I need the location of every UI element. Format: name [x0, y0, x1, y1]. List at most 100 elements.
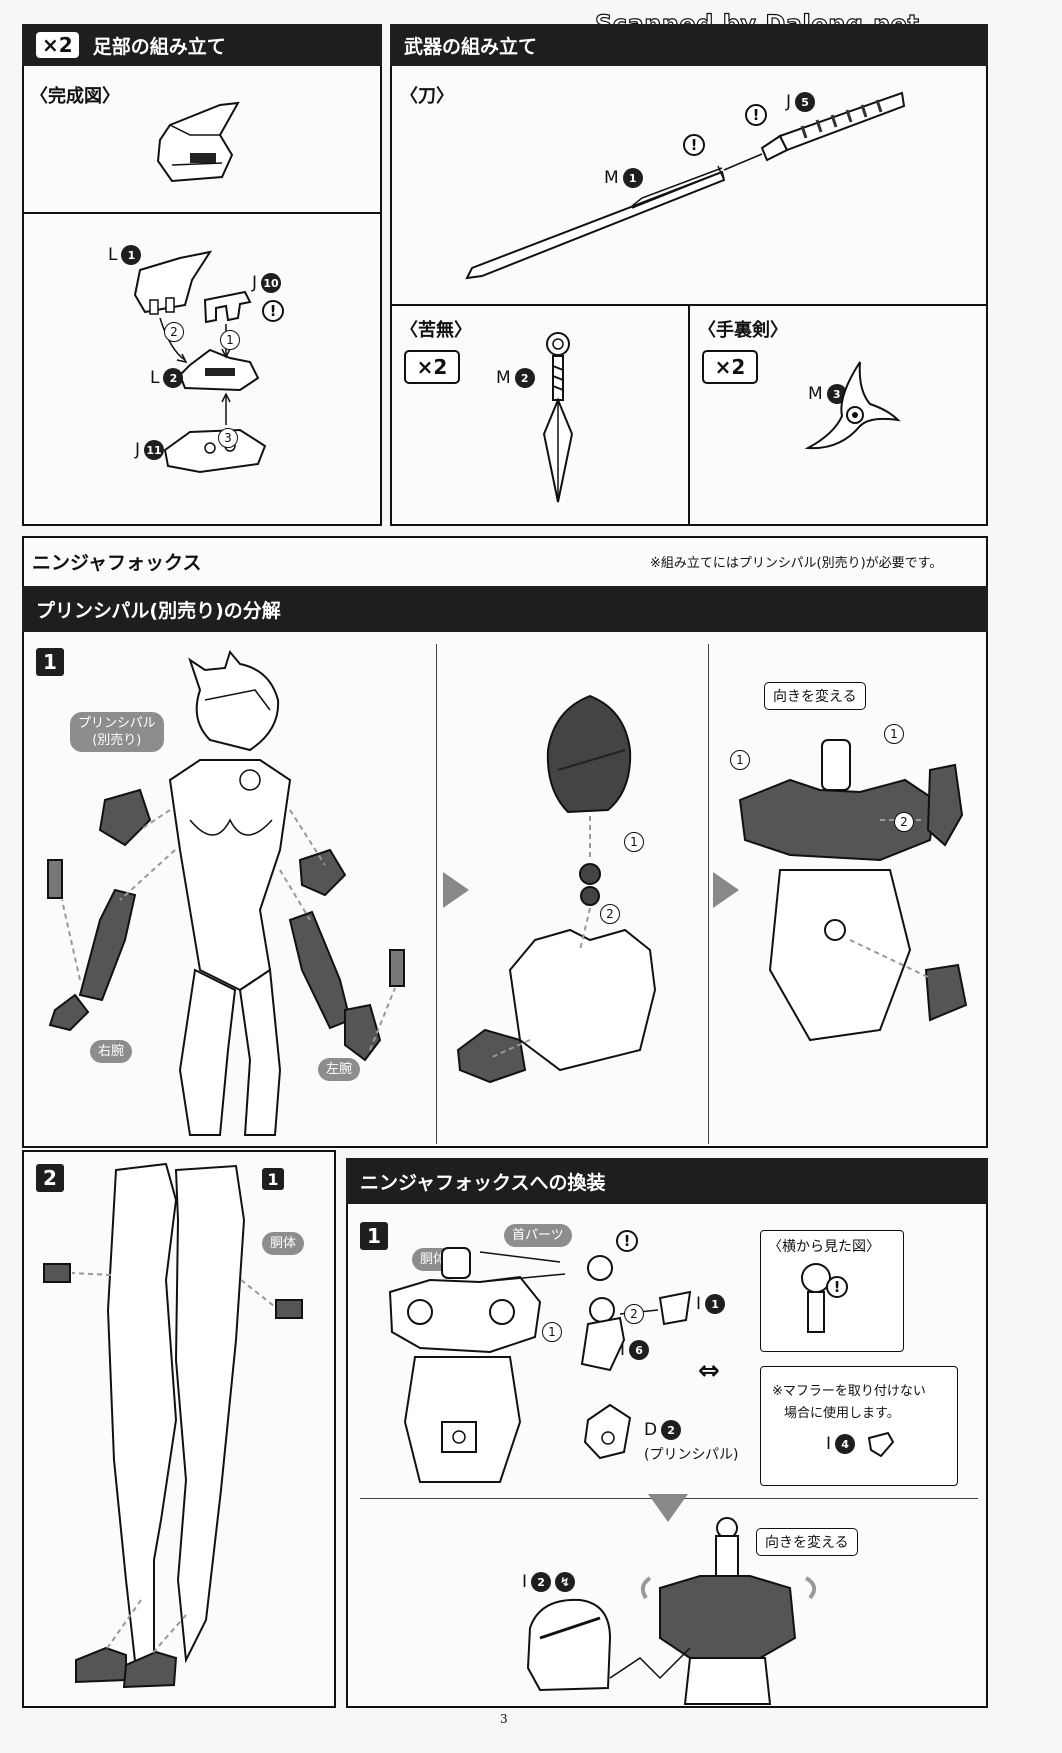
part-J10-number: 10	[261, 273, 282, 293]
disassembly-step2-badge: 1	[262, 1168, 284, 1190]
part-I2-letter: I	[522, 1572, 528, 1592]
warning-icon-side: !	[826, 1276, 848, 1298]
legs-header: ×2 足部の組み立て	[22, 24, 382, 66]
part-D2-letter: D	[644, 1420, 658, 1440]
disassembly-circle-2a: 2	[600, 904, 620, 924]
kunai-label: 〈苦無〉	[400, 320, 472, 341]
part-J11: J 11	[135, 440, 165, 460]
conversion-circle-1: 1	[542, 1322, 562, 1342]
part-I1: I 1	[696, 1294, 726, 1314]
step-circle-2: 2	[164, 322, 184, 342]
head-torso-drawing	[450, 690, 690, 1120]
part-M1-number: 1	[622, 168, 643, 188]
tag-principal-line2: (別売り)	[92, 733, 142, 748]
part-I1-letter: I	[696, 1294, 702, 1314]
part-J5-letter: J	[786, 92, 792, 112]
part-M3-letter: M	[808, 384, 823, 404]
muffler-note-line1: ※マフラーを取り付けない	[772, 1384, 926, 1399]
muffler-note-line2: 場合に使用します。	[784, 1406, 900, 1421]
part-I4: I 4	[826, 1434, 856, 1454]
tag-torso-step2: 胴体	[262, 1232, 305, 1255]
katana-drawing	[462, 88, 912, 288]
legs-title: 足部の組み立て	[92, 35, 226, 58]
ninja-title: ニンジャフォックス	[32, 552, 202, 574]
disassembly-step-2: 2	[36, 1164, 64, 1192]
part-J10: J 10	[252, 273, 282, 293]
shuriken-label: 〈手裏剣〉	[698, 320, 788, 341]
conversion-circle-2: 2	[624, 1304, 644, 1324]
disassembly-circle-1a: 1	[624, 832, 644, 852]
conversion-torso-drawing	[380, 1232, 640, 1492]
conversion-result-drawing	[510, 1508, 840, 1704]
weapons-vdivider	[688, 304, 690, 526]
tag-principal-line1: プリンシパル	[78, 716, 156, 731]
part-I6: I 6	[620, 1340, 650, 1360]
part-L2-letter: L	[150, 368, 160, 388]
disassembly-circle-1b: 1	[730, 750, 750, 770]
page-number: 3	[500, 1712, 508, 1726]
part-L1: L 1	[108, 245, 142, 265]
ninja-note: ※組み立てにはプリンシパル(別売り)が必要です。	[650, 556, 943, 571]
torso-rotate-drawing	[730, 720, 980, 1120]
kunai-multiplier: ×2	[404, 350, 460, 384]
katana-label: 〈刀〉	[400, 86, 454, 107]
conversion-parts-drawing	[560, 1280, 760, 1480]
part-I2-screw-icon: ↯	[555, 1572, 576, 1592]
warning-icon-j5: !	[745, 104, 767, 126]
part-J11-number: 11	[144, 440, 165, 460]
part-I6-letter: I	[620, 1340, 626, 1360]
part-J10-letter: J	[252, 273, 258, 293]
change-direction-label-1: 向きを変える	[764, 682, 866, 710]
part-L2: L 2	[150, 368, 184, 388]
part-M1-letter: M	[604, 168, 619, 188]
arrow-right-icon-2	[713, 872, 739, 908]
warning-icon-j10: !	[262, 300, 284, 322]
side-view-label: 〈横から見た図〉	[768, 1239, 880, 1255]
part-J5: J 5	[786, 92, 816, 112]
weapons-header: 武器の組み立て	[390, 24, 988, 66]
part-L2-number: 2	[163, 368, 184, 388]
tag-left-arm: 左腕	[318, 1058, 361, 1081]
disassembly-header: プリンシパル(別売り)の分解	[22, 586, 988, 632]
step-circle-1: 1	[220, 330, 240, 350]
change-direction-label-2: 向きを変える	[756, 1528, 858, 1556]
legs-multiplier: ×2	[36, 32, 79, 58]
part-D2: D 2	[644, 1420, 682, 1440]
weapons-title: 武器の組み立て	[404, 35, 538, 58]
part-M2: M 2	[496, 368, 535, 388]
legs-completed-label: 〈完成図〉	[30, 86, 120, 107]
principal-figure-drawing	[40, 650, 430, 1140]
kunai-drawing	[536, 330, 580, 506]
part-I4-letter: I	[826, 1434, 832, 1454]
warning-icon-neck: !	[616, 1230, 638, 1252]
part-M3: M 3	[808, 384, 847, 404]
foot-completed-drawing	[150, 95, 250, 190]
part-I2: I 2 ↯	[522, 1572, 576, 1592]
disassembly-vdivider-2	[708, 644, 709, 1144]
d2-note: (プリンシパル)	[644, 1447, 739, 1463]
part-M1: M 1	[604, 168, 643, 188]
part-J5-number: 5	[795, 92, 816, 112]
muffler-box	[760, 1366, 958, 1486]
part-M2-letter: M	[496, 368, 511, 388]
arrow-swap-icon: ⇔	[698, 1356, 720, 1386]
legs-divider	[22, 212, 382, 214]
disassembly-circle-1c: 1	[884, 724, 904, 744]
part-J11-letter: J	[135, 440, 141, 460]
tag-right-arm: 右腕	[90, 1040, 133, 1063]
warning-icon-m1: !	[683, 134, 705, 156]
conversion-step-1: 1	[360, 1222, 388, 1250]
i4-part-drawing	[866, 1430, 896, 1460]
part-D2-number: 2	[661, 1420, 682, 1440]
side-view-drawing	[790, 1262, 870, 1342]
shuriken-drawing	[800, 360, 900, 460]
arrow-right-icon-1	[443, 872, 469, 908]
part-L1-number: 1	[121, 245, 142, 265]
part-I1-number: 1	[705, 1294, 726, 1314]
disassembly-vdivider-1	[436, 644, 437, 1144]
part-M2-number: 2	[514, 368, 535, 388]
tag-principal: プリンシパル (別売り)	[70, 712, 164, 752]
disassembly-step-1: 1	[36, 648, 64, 676]
arrow-down-icon	[648, 1494, 688, 1522]
conversion-header: ニンジャフォックスへの換装	[346, 1158, 988, 1204]
